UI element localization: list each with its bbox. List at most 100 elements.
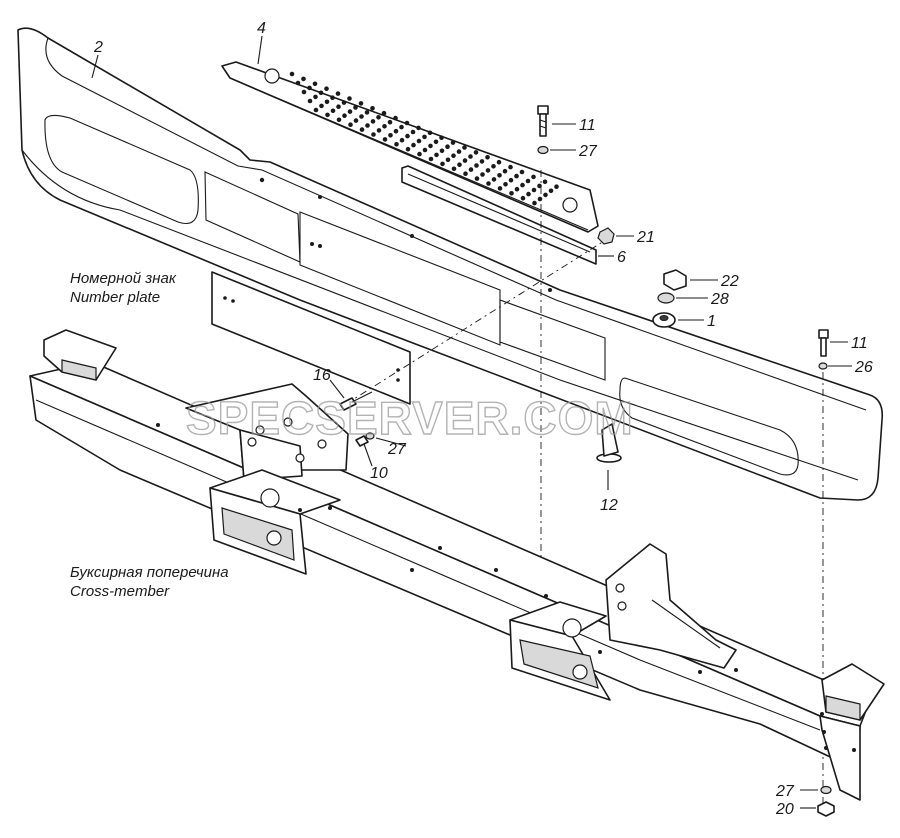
perforation-hole (359, 127, 365, 132)
cross-member-caption-en: Cross-member (70, 583, 170, 600)
perforation-hole (365, 123, 370, 128)
perforation-hole (295, 80, 301, 86)
cross-member-caption-ru: Буксирная поперечина (70, 564, 229, 581)
bolt-11-right (818, 329, 829, 357)
perforation-hole (417, 151, 422, 157)
callout-16: 16 (313, 367, 331, 384)
perforation-hole (427, 130, 433, 136)
perforation-hole (502, 168, 508, 174)
perforation-hole (422, 134, 427, 140)
perforation-hole (393, 115, 398, 121)
perforation-hole (404, 120, 410, 126)
perforation-hole (325, 112, 330, 118)
callout-27-mid: 27 (387, 441, 407, 458)
perforation-hole (503, 182, 508, 187)
fasteners (339, 105, 835, 817)
perforation-hole (416, 138, 422, 144)
perforation-hole (376, 115, 381, 120)
perforation-hole (428, 156, 434, 162)
perforation-hole (439, 148, 445, 154)
callout-28: 28 (710, 291, 729, 308)
perforation-hole (399, 124, 404, 130)
perforation-hole (440, 161, 445, 167)
perforation-hole (508, 164, 513, 170)
callout-11-upper: 11 (579, 117, 596, 134)
perforation-hole (318, 90, 324, 96)
perforation-hole (468, 154, 473, 159)
perforation-hole (347, 96, 352, 101)
perforation-hole (531, 174, 536, 180)
washer-27-upper (537, 145, 549, 155)
perforation-hole (307, 98, 313, 104)
perforation-hole (480, 172, 485, 177)
perforation-hole (514, 186, 520, 192)
washer-1 (652, 312, 676, 328)
callout-21: 21 (636, 229, 655, 246)
callout-11-right: 11 (851, 335, 868, 352)
perforation-hole (381, 110, 387, 116)
perforation-hole (463, 171, 468, 176)
perforation-hole (439, 135, 444, 140)
bolt-16 (339, 391, 373, 411)
perforation-hole (405, 133, 410, 139)
perforation-hole (422, 147, 428, 153)
perforation-hole (388, 133, 393, 138)
callout-2: 2 (93, 39, 103, 56)
perforation-hole (330, 108, 336, 114)
perforation-hole (451, 153, 456, 158)
perforation-hole (543, 192, 548, 198)
nut-10 (355, 435, 369, 447)
callout-27-upper: 27 (578, 143, 598, 160)
nut-22 (663, 269, 687, 291)
callout-26: 26 (854, 359, 873, 376)
perforation-hole (479, 159, 485, 164)
perforation-hole (289, 71, 295, 77)
perforation-hole (307, 85, 312, 91)
perforation-hole (336, 104, 341, 109)
perforation-hole (537, 196, 543, 202)
perforation-hole (531, 187, 537, 193)
perforation-hole (542, 179, 548, 185)
bolt-12 (596, 423, 622, 463)
perforation-hole (324, 99, 330, 105)
perforation-hole (301, 89, 307, 95)
perforation-hole (474, 163, 479, 168)
perforation-hole (394, 142, 399, 147)
perforation-hole (497, 186, 503, 191)
number-plate-caption-en: Number plate (70, 289, 160, 306)
callout-22: 22 (720, 273, 739, 290)
callout-20: 20 (775, 801, 794, 818)
perforation-hole (450, 140, 456, 145)
perforation-hole (405, 146, 411, 152)
perforation-hole (387, 119, 393, 125)
perforation-hole (411, 142, 416, 148)
perforation-hole (485, 155, 490, 160)
perforation-hole (526, 191, 531, 197)
step-plate-perforations (289, 71, 559, 206)
perforation-hole (410, 129, 416, 135)
perforation-hole (312, 81, 318, 87)
perforation-hole (313, 107, 319, 113)
perforation-hole (324, 86, 329, 91)
perforation-hole (382, 137, 388, 142)
perforation-hole (462, 158, 468, 163)
perforation-hole (468, 167, 474, 172)
perforation-hole (399, 137, 405, 143)
perforation-hole (416, 125, 421, 131)
perforation-hole (445, 157, 451, 163)
perforation-hole (301, 76, 306, 82)
nut-20 (817, 801, 835, 817)
bumper-part-2 (17, 27, 884, 501)
perforation-hole (474, 176, 480, 181)
perforation-hole (519, 169, 525, 175)
perforation-hole (532, 200, 537, 206)
perforation-hole (371, 132, 376, 137)
perforation-hole (370, 106, 375, 111)
leader-lines (91, 35, 852, 809)
washer-27-lower (820, 785, 832, 795)
watermark-text: SPECSERVER.COM (186, 392, 634, 444)
perforation-hole (508, 177, 514, 183)
number-plate (211, 271, 411, 405)
perforation-hole (359, 114, 364, 119)
